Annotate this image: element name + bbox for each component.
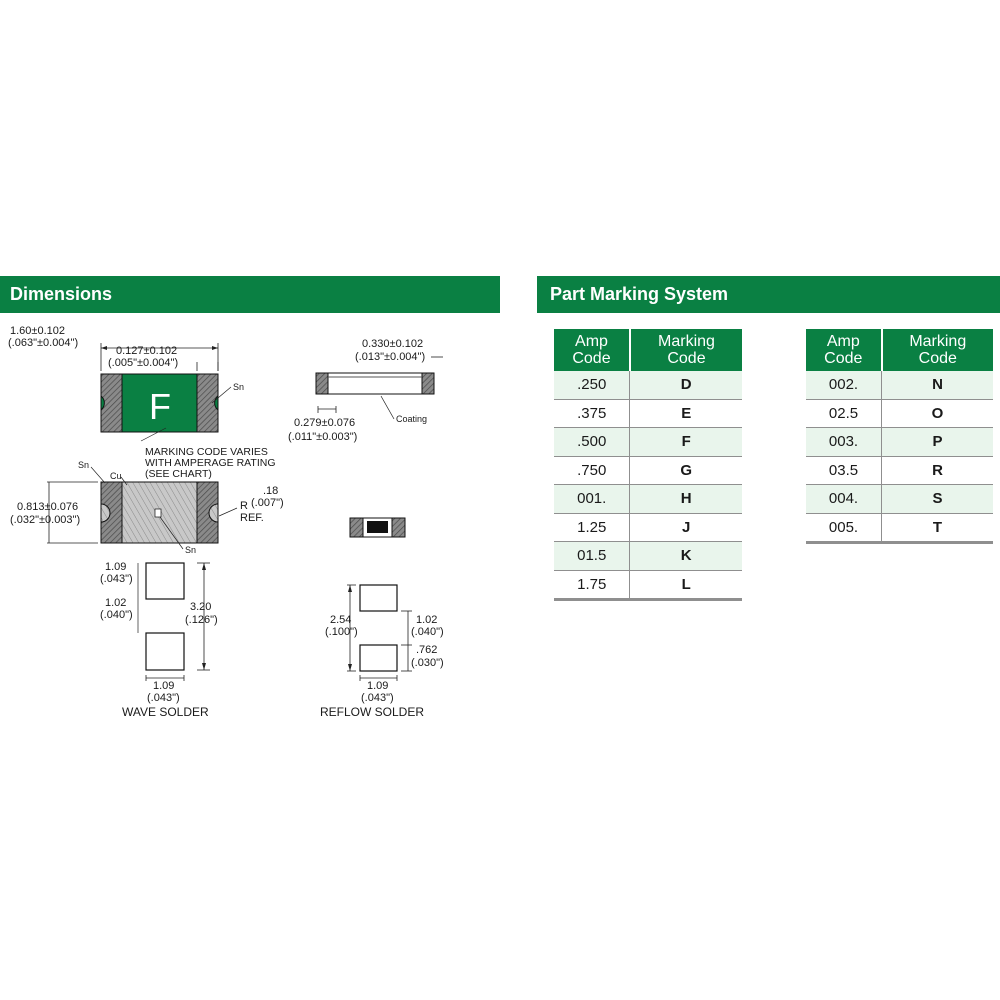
component-small-view — [349, 517, 406, 538]
wave-pad-w-in: (.043") — [147, 692, 180, 704]
sn-label-left: Sn — [78, 460, 89, 470]
note-line-1: MARKING CODE VARIES — [145, 446, 268, 458]
wave-pad-w: 1.09 — [153, 680, 174, 692]
reflow-total: 2.54 — [330, 614, 351, 626]
dimensions-header: Dimensions — [0, 276, 500, 313]
wave-pad-h-in: (.043") — [100, 573, 133, 585]
reflow-gap: 1.02 — [416, 614, 437, 626]
note-line-3: (SEE CHART) — [145, 468, 212, 480]
reflow-pad-h-in: (.030") — [411, 657, 444, 669]
coating-label: Coating — [396, 414, 427, 424]
sn-label-bottom: Sn — [185, 545, 196, 555]
reflow-pad-w: 1.09 — [367, 680, 388, 692]
dim-radius-in: (.007") — [251, 497, 284, 509]
reflow-gap-in: (.040") — [411, 626, 444, 638]
ref-label: REF. — [240, 512, 264, 524]
dim-terminal-in: (.005"±0.004") — [108, 357, 178, 369]
mark-letter: F — [149, 386, 171, 427]
dim-width: 0.813±0.076 — [17, 501, 78, 513]
wave-pad-h: 1.09 — [105, 561, 126, 573]
table-row: 005.T — [806, 513, 993, 544]
dimensions-diagram: F 1.60±0.102 (.063"±0.004") 0.127±0.102 … — [8, 325, 444, 719]
r-label: R — [240, 500, 248, 512]
wave-total: 3.20 — [190, 601, 211, 613]
dim-thickness: 0.330±0.102 — [362, 338, 423, 350]
dim-radius: .18 — [263, 485, 278, 497]
reflow-total-in: (.100") — [325, 626, 358, 638]
wave-gap-in: (.040") — [100, 609, 133, 621]
reflow-solder-label: REFLOW SOLDER — [320, 705, 424, 719]
side-view-fuse — [315, 372, 435, 395]
dim-thickness-in: (.013"±0.004") — [355, 351, 425, 363]
table-row: 004.S — [806, 484, 993, 514]
top-view-fuse: F — [100, 373, 219, 433]
part-marking-header: Part Marking System — [537, 276, 1000, 313]
wave-total-in: (.126") — [185, 614, 218, 626]
wave-solder-pads — [145, 562, 185, 671]
reflow-solder-pads — [359, 584, 398, 672]
wave-solder-label: WAVE SOLDER — [122, 705, 209, 719]
wave-gap: 1.02 — [105, 597, 126, 609]
dim-length: 1.60±0.102 — [10, 325, 65, 337]
cutaway-view — [100, 481, 219, 544]
table-row: 002.N — [806, 371, 993, 400]
dim-terminal: 0.127±0.102 — [116, 345, 177, 357]
sn-label-top: Sn — [233, 382, 244, 392]
dim-width-in: (.032"±0.003") — [10, 514, 80, 526]
dim-side-terminal: 0.279±0.076 — [294, 417, 355, 429]
dim-side-terminal-in: (.011"±0.003") — [288, 431, 357, 443]
table-row: 001.H — [554, 484, 742, 514]
dim-length-in: (.063"±0.004") — [8, 337, 78, 349]
reflow-pad-w-in: (.043") — [361, 692, 394, 704]
table-row: 003.P — [806, 427, 993, 457]
reflow-pad-h: .762 — [416, 644, 437, 656]
cu-label: Cu — [110, 471, 122, 481]
note-line-2: WITH AMPERAGE RATING — [145, 457, 275, 469]
